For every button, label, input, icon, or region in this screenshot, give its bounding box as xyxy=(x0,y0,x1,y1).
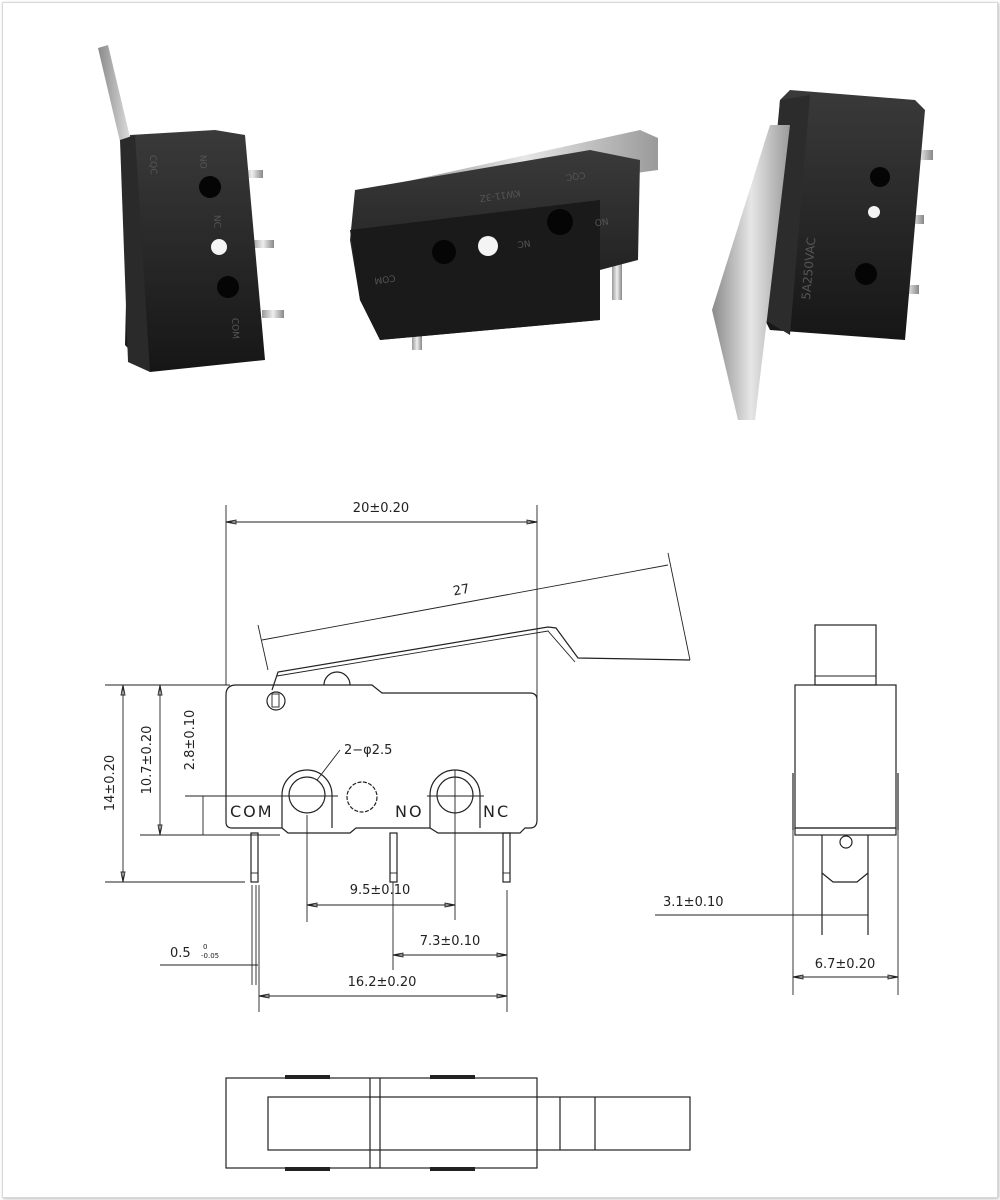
switch-body-outline xyxy=(225,684,538,834)
mounting-hole xyxy=(199,176,221,198)
svg-text:CQC: CQC xyxy=(565,169,586,182)
svg-text:COM: COM xyxy=(374,272,396,285)
svg-text:NC: NC xyxy=(211,215,221,228)
terminal-pin xyxy=(241,170,263,178)
mounting-hole-left xyxy=(288,776,326,814)
hole-callout-leader xyxy=(316,749,341,781)
com-hole-boss xyxy=(281,769,333,828)
actuator-button xyxy=(323,671,351,686)
svg-text:NO: NO xyxy=(594,215,609,227)
no-label: NO xyxy=(395,802,424,821)
body-side xyxy=(794,684,897,829)
actuator-hole xyxy=(868,206,880,218)
pin-tol-upper: 0 xyxy=(203,943,207,951)
no-pin xyxy=(389,832,398,883)
lever-outline xyxy=(271,626,691,691)
side-view-drawing: 3.1±0.10 6.7±0.20 xyxy=(655,624,899,995)
bottom-view-drawing xyxy=(225,1075,691,1171)
nc-pin xyxy=(502,832,511,883)
hole-callout-label: 2−φ2.5 xyxy=(344,743,392,758)
actuator-hole xyxy=(211,239,227,255)
com-pin xyxy=(250,832,259,883)
svg-text:CQC: CQC xyxy=(147,155,158,175)
no-nc-dim-label: 7.3±0.10 xyxy=(420,934,481,949)
width-dim-label: 20±0.20 xyxy=(353,501,409,516)
pin-thickness-label: 0.5 xyxy=(170,946,191,961)
mounting-hole xyxy=(870,167,890,187)
actuator-hole xyxy=(478,236,498,256)
lever-dimension-line xyxy=(261,564,669,641)
body-bottom xyxy=(225,1077,538,1169)
nc-label: NC xyxy=(483,802,510,821)
svg-text:5A250VAC: 5A250VAC xyxy=(799,237,818,301)
switch-body xyxy=(125,130,265,372)
center-hole xyxy=(346,781,378,813)
mounting-hole xyxy=(432,240,456,264)
lever-arm xyxy=(712,125,790,420)
pin-tol-lower: -0.05 xyxy=(201,952,219,960)
com-label: COM xyxy=(230,802,274,821)
photo-right: 5A250VAC xyxy=(712,90,933,420)
hole-spacing-dim-label: 9.5±0.10 xyxy=(350,883,411,898)
terminal-width-dim-label: 3.1±0.10 xyxy=(663,895,724,910)
body-width-dim-label: 6.7±0.20 xyxy=(815,957,876,972)
terminal-span-dim-label: 16.2±0.20 xyxy=(348,975,417,990)
lever-dim-label: 27 xyxy=(452,582,471,600)
hole-height-dim-label: 2.8±0.10 xyxy=(183,710,198,771)
terminal-side xyxy=(821,835,869,935)
svg-text:NC: NC xyxy=(517,237,531,249)
svg-text:NO: NO xyxy=(197,155,207,169)
photo-left: NO NC COM CQC xyxy=(98,45,284,372)
photo-center: NO NC COM CQC KW11-3Z xyxy=(350,130,658,350)
body-height-dim-label: 10.7±0.20 xyxy=(140,726,155,795)
lever-bottom xyxy=(267,1096,691,1151)
front-view-drawing: 20±0.20 27 2−φ2.5 COM NO NC xyxy=(103,501,691,1012)
svg-text:COM: COM xyxy=(229,318,240,339)
lever-pivot xyxy=(266,691,286,711)
height-dim-label: 14±0.20 xyxy=(103,755,118,811)
